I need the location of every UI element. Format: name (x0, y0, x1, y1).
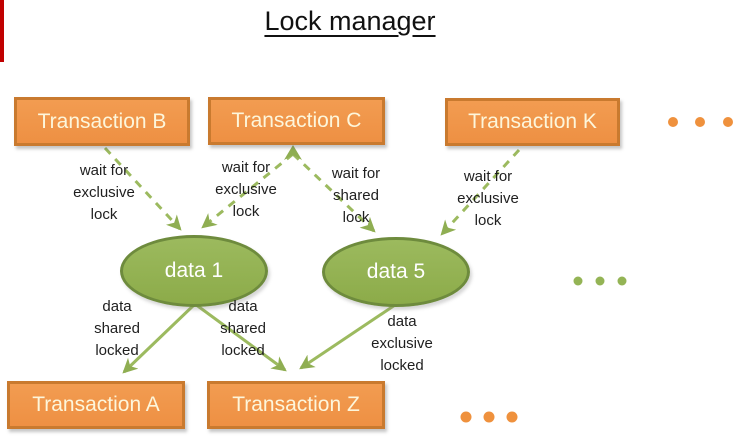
node-label: data 1 (164, 259, 224, 282)
node-label: Transaction Z (232, 393, 360, 416)
red-corner-mark (0, 0, 4, 62)
node-label: Transaction B (37, 109, 167, 133)
node-label: Transaction K (468, 110, 597, 133)
node-transaction-a: Transaction A (7, 381, 185, 429)
ellipsis-transactions-bottom-icon (460, 411, 518, 423)
edge-label-wait-c-data1: wait for exclusive lock (215, 159, 277, 220)
arrowhead-into-transaction-c (284, 145, 302, 160)
edge-label-wait-c-data5: wait for shared lock (331, 165, 381, 226)
node-transaction-k: Transaction K (445, 98, 620, 146)
page-title: Lock manager (264, 6, 436, 36)
ellipsis-data-icon (573, 276, 627, 286)
edge-label-wait-b-data1: wait for exclusive lock (73, 162, 135, 223)
node-data-5: data 5 (322, 237, 470, 307)
ellipsis-transactions-top-icon (668, 117, 733, 127)
node-transaction-c: Transaction C (208, 97, 385, 145)
node-data-1: data 1 (120, 235, 268, 307)
node-label: data 5 (366, 260, 426, 283)
node-transaction-b: Transaction B (14, 97, 190, 146)
edge-label-wait-k-data5: wait for exclusive lock (457, 168, 519, 229)
edge-label-locked-data5-z: data exclusive locked (371, 313, 433, 374)
edge-label-locked-data1-z: data shared locked (220, 298, 266, 359)
node-label: Transaction A (32, 393, 160, 416)
edge-label-locked-data1-a: data shared locked (94, 298, 140, 359)
node-transaction-z: Transaction Z (207, 381, 385, 429)
node-label: Transaction C (231, 109, 362, 132)
